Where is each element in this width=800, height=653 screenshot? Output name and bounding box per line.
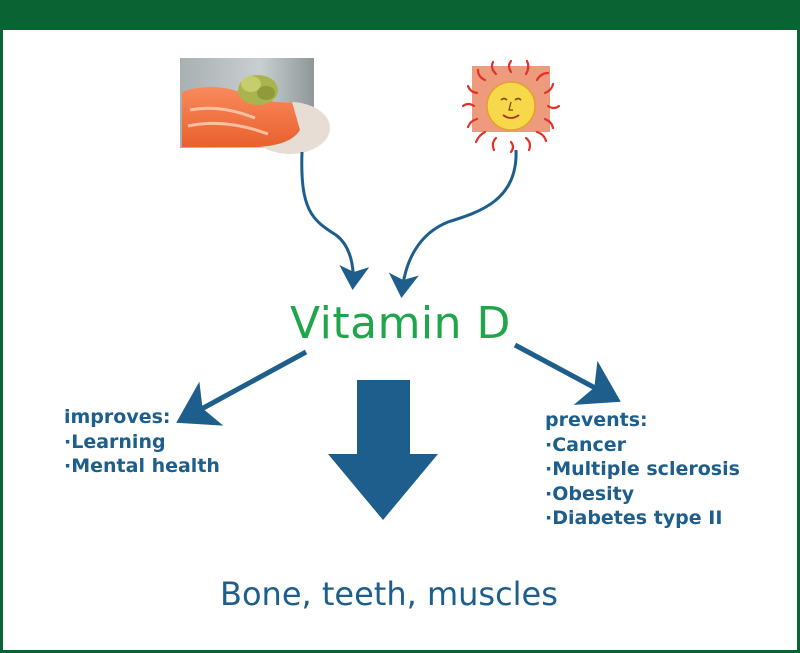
title-vitamin-d: Vitamin D bbox=[290, 298, 511, 349]
prevents-list: prevents: ·Cancer ·Multiple sclerosis ·O… bbox=[545, 408, 740, 531]
prevents-item: ·Diabetes type II bbox=[545, 507, 723, 529]
improves-heading: improves: bbox=[64, 406, 171, 428]
sun-image bbox=[461, 59, 561, 154]
salmon-image bbox=[180, 58, 330, 154]
arrow-to-prevents bbox=[513, 342, 621, 405]
improves-list: improves: ·Learning ·Mental health bbox=[64, 405, 220, 479]
top-bar bbox=[0, 0, 800, 30]
prevents-heading: prevents: bbox=[545, 409, 648, 431]
big-down-arrow bbox=[328, 380, 438, 520]
outcome-label: Bone, teeth, muscles bbox=[220, 575, 558, 613]
prevents-item: ·Multiple sclerosis bbox=[545, 458, 740, 480]
arrow-salmon-to-vitamin bbox=[300, 151, 370, 290]
frame-border-right bbox=[797, 30, 800, 653]
arrow-sun-to-vitamin bbox=[388, 149, 518, 298]
prevents-item: ·Obesity bbox=[545, 482, 635, 505]
frame-border-left bbox=[0, 30, 3, 653]
frame-border-bottom bbox=[0, 650, 800, 653]
prevents-item: ·Cancer bbox=[545, 433, 627, 456]
improves-item: ·Mental health bbox=[64, 455, 220, 477]
improves-item: ·Learning bbox=[64, 430, 166, 453]
arrow-to-improves bbox=[176, 349, 308, 426]
